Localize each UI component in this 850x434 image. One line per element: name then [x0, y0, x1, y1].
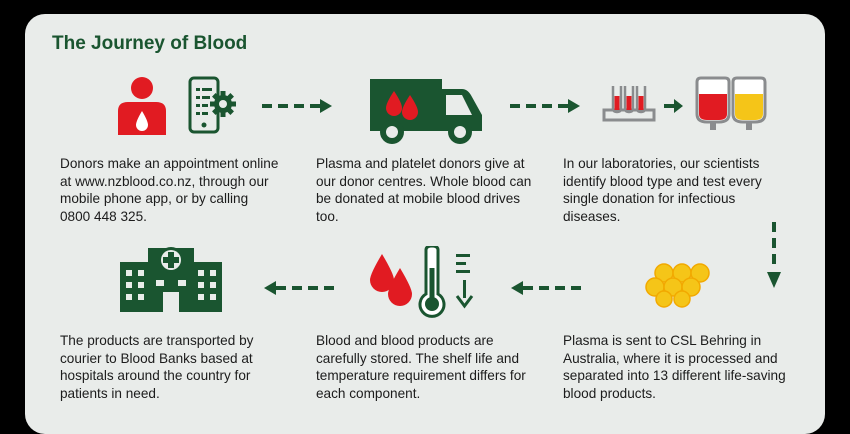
- dashed-arrow-left-icon: [264, 281, 334, 295]
- blood-bags-icon: [695, 76, 767, 130]
- step-collection-text: Plasma and platelet donors give at our d…: [316, 156, 532, 224]
- dashed-arrow-right-icon: [262, 99, 332, 113]
- thermometer-icon: [418, 246, 474, 318]
- step-laboratory-text: In our laboratories, our scientists iden…: [563, 156, 762, 224]
- dashed-arrow-down-icon: [767, 222, 781, 288]
- step-transport-text: The products are transported by courier …: [60, 333, 254, 401]
- blood-drops-icon: [370, 254, 412, 306]
- step-donor-text: Donors make an appointment online at www…: [60, 156, 279, 224]
- step-plasma-text: Plasma is sent to CSL Behring in Austral…: [563, 333, 786, 401]
- phone-settings-icon: [188, 76, 236, 134]
- plasma-cells-icon: [645, 263, 710, 308]
- hospital-icon: [120, 247, 222, 312]
- dashed-arrow-left-icon: [511, 281, 581, 295]
- arrow-right-icon: [664, 99, 683, 113]
- test-tubes-icon: [602, 86, 656, 122]
- step-storage-text: Blood and blood products are carefully s…: [316, 333, 526, 401]
- infographic-title: The Journey of Blood: [52, 33, 248, 54]
- van-icon: [370, 79, 482, 144]
- dashed-arrow-right-icon: [510, 99, 580, 113]
- donor-icon: [118, 77, 166, 135]
